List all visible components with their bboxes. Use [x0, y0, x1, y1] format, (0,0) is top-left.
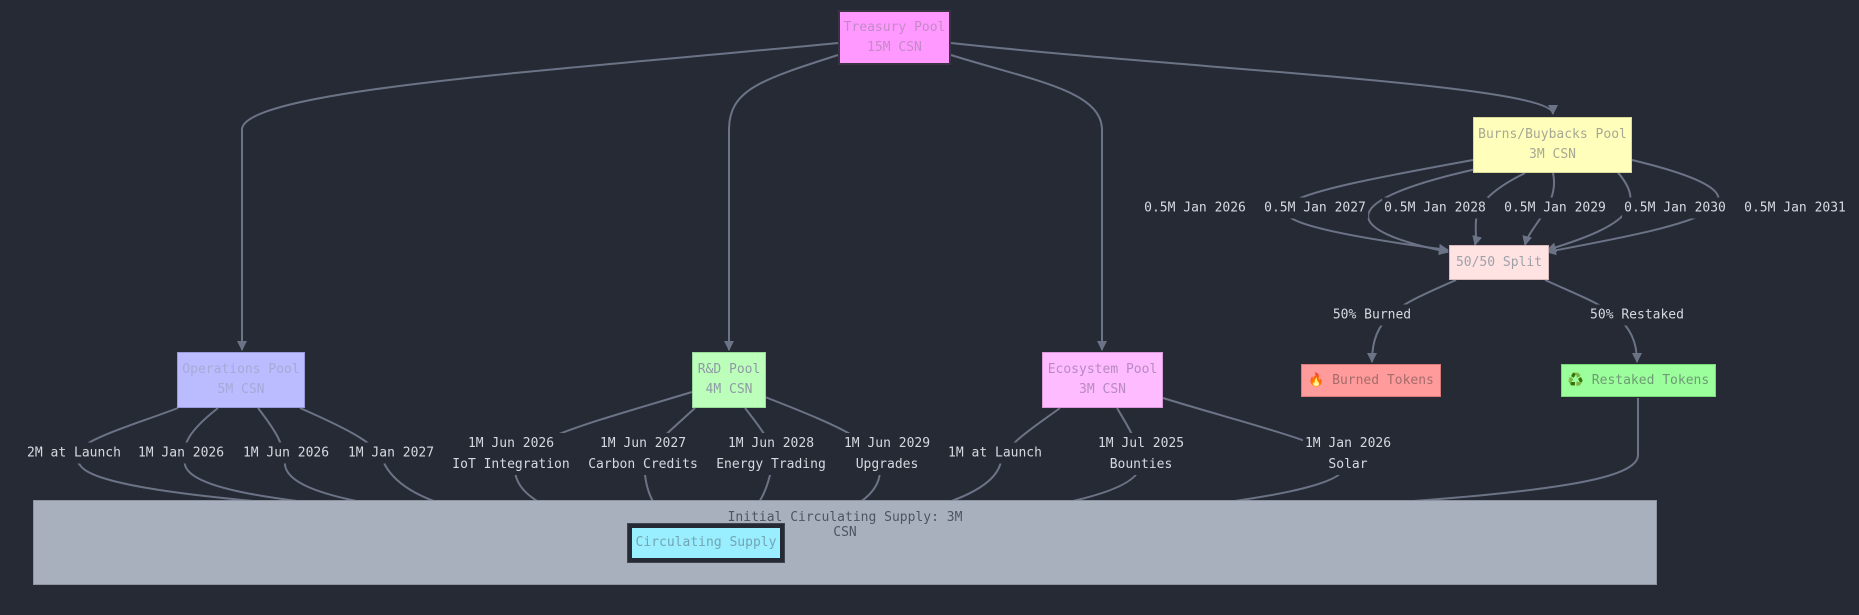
circulating-supply-title: Circulating Supply — [635, 535, 777, 550]
edge-label-rnd-1-purpose: IoT Integration — [452, 457, 570, 472]
edge-label-split-restaked: 50% Restaked — [1588, 304, 1686, 326]
edge-label-ops-4: 1M Jan 2027 — [345, 442, 437, 464]
treasury-pool-node[interactable]: Treasury Pool 15M CSN — [838, 10, 951, 65]
edge-label-eco-1: 1M at Launch — [946, 442, 1044, 464]
edge-treasury-operations — [237, 42, 839, 351]
edge-label-rnd-3-purpose: Energy Trading — [716, 457, 826, 472]
rnd-pool-title: R&D Pool — [697, 362, 761, 377]
burns-buybacks-pool-node[interactable]: Burns/Buybacks Pool 3M CSN — [1473, 117, 1632, 173]
edge-label-eco-2: 1M Jul 2025 Bounties — [1095, 433, 1187, 475]
edge-label-burn-5: 0.5M Jan 2030 — [1622, 197, 1728, 219]
edge-burns-split-2 — [1367, 165, 1491, 256]
edge-treasury-burns — [950, 42, 1558, 115]
edge-label-ops-3: 1M Jun 2026 — [240, 442, 332, 464]
edge-label-rnd-3-date: 1M Jun 2028 — [727, 436, 815, 451]
edge-label-eco-2-purpose: Bounties — [1109, 457, 1173, 472]
edge-label-rnd-4-purpose: Upgrades — [855, 457, 919, 472]
operations-pool-node[interactable]: Operations Pool 5M CSN — [177, 352, 305, 408]
operations-pool-title: Operations Pool — [182, 362, 300, 377]
treasury-pool-title: Treasury Pool — [843, 19, 946, 35]
edge-label-eco-3: 1M Jan 2026 Solar — [1302, 433, 1394, 475]
burns-buybacks-pool-amount: 3M CSN — [1529, 147, 1576, 162]
edge-label-eco-3-date: 1M Jan 2026 — [1304, 436, 1392, 451]
initial-circulating-supply-cluster — [33, 500, 1657, 585]
edge-label-eco-2-date: 1M Jul 2025 — [1097, 436, 1185, 451]
ecosystem-pool-node[interactable]: Ecosystem Pool 3M CSN — [1042, 352, 1163, 408]
edge-label-eco-3-purpose: Solar — [1328, 457, 1368, 472]
edge-label-rnd-2-date: 1M Jun 2027 — [599, 436, 687, 451]
edge-label-burn-1: 0.5M Jan 2026 — [1142, 197, 1248, 219]
edge-label-rnd-1: 1M Jun 2026 IoT Integration — [450, 433, 572, 475]
circulating-supply-node[interactable]: Circulating Supply — [628, 524, 784, 562]
split-node[interactable]: 50/50 Split — [1449, 245, 1549, 280]
operations-pool-amount: 5M CSN — [217, 382, 265, 397]
edge-treasury-rnd — [724, 54, 839, 351]
treasury-pool-amount: 15M CSN — [867, 39, 922, 55]
cluster-title: Initial Circulating Supply: 3M CSN — [727, 510, 963, 540]
edge-treasury-ecosystem — [950, 54, 1107, 351]
burned-tokens-title: 🔥 Burned Tokens — [1308, 372, 1434, 388]
edge-label-rnd-1-date: 1M Jun 2026 — [467, 436, 555, 451]
burned-tokens-node[interactable]: 🔥 Burned Tokens — [1301, 364, 1441, 397]
edge-label-split-burned: 50% Burned — [1330, 304, 1414, 326]
ecosystem-pool-title: Ecosystem Pool — [1047, 362, 1158, 377]
ecosystem-pool-amount: 3M CSN — [1079, 382, 1126, 397]
rnd-pool-amount: 4M CSN — [705, 382, 753, 397]
edge-label-rnd-4: 1M Jun 2029 Upgrades — [841, 433, 933, 475]
edge-label-ops-1: 2M at Launch — [25, 442, 123, 464]
edge-label-rnd-3: 1M Jun 2028 Energy Trading — [714, 433, 828, 475]
edge-label-ops-2: 1M Jan 2026 — [135, 442, 227, 464]
edge-label-burn-2: 0.5M Jan 2027 — [1262, 197, 1368, 219]
edge-label-burn-4: 0.5M Jan 2029 — [1502, 197, 1608, 219]
burns-buybacks-pool-title: Burns/Buybacks Pool — [1478, 127, 1627, 142]
restaked-tokens-node[interactable]: ♻️ Restaked Tokens — [1561, 364, 1716, 397]
edge-label-rnd-2: 1M Jun 2027 Carbon Credits — [586, 433, 700, 475]
restaked-tokens-title: ♻️ Restaked Tokens — [1567, 372, 1710, 388]
edge-label-burn-3: 0.5M Jan 2028 — [1382, 197, 1488, 219]
edge-label-burn-6: 0.5M Jan 2031 — [1742, 197, 1848, 219]
rnd-pool-node[interactable]: R&D Pool 4M CSN — [692, 352, 766, 408]
edge-label-rnd-4-date: 1M Jun 2029 — [843, 436, 931, 451]
edge-label-rnd-2-purpose: Carbon Credits — [588, 457, 698, 472]
split-title: 50/50 Split — [1455, 254, 1543, 270]
